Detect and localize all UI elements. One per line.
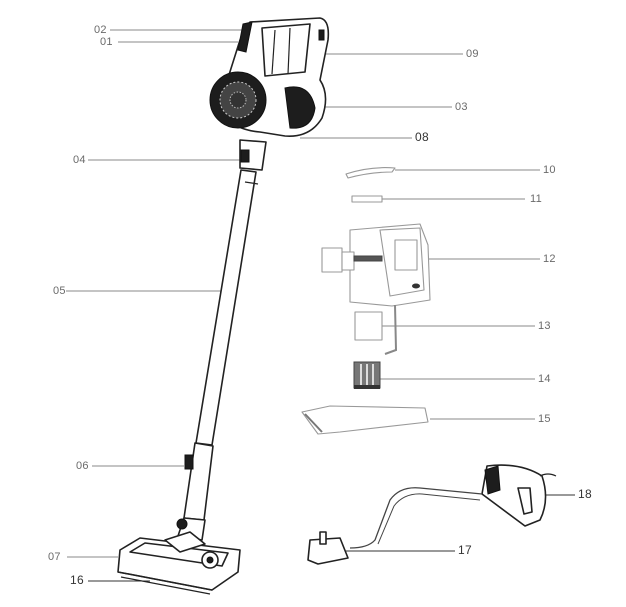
- tube-lower-section-icon: [176, 442, 214, 541]
- callout-18: 18: [578, 487, 592, 501]
- callout-01: 01: [100, 36, 113, 48]
- callout-14: 14: [538, 373, 551, 385]
- callout-04: 04: [73, 154, 86, 166]
- floor-brush-head-icon: [117, 531, 241, 595]
- callout-06: 06: [76, 460, 89, 472]
- callout-03: 03: [455, 101, 468, 113]
- callout-11: 11: [530, 193, 543, 205]
- leader-lines: [66, 29, 575, 582]
- callout-13: 13: [538, 320, 551, 332]
- callout-08: 08: [415, 130, 429, 144]
- handheld-unit-icon: [321, 223, 431, 307]
- callout-12: 12: [543, 253, 556, 265]
- callout-10: 10: [543, 164, 556, 176]
- callout-09: 09: [466, 48, 479, 60]
- filter-strip-icon: [351, 195, 383, 203]
- callout-15: 15: [538, 413, 551, 425]
- callout-16: 16: [70, 573, 84, 587]
- callout-07: 07: [48, 551, 61, 563]
- crevice-tool-icon: [301, 405, 429, 435]
- square-filter-icon: [354, 304, 398, 355]
- extension-tube-icon: [195, 169, 259, 446]
- vacuum-main-body-icon: [209, 17, 330, 171]
- power-adapter-icon: [307, 487, 483, 565]
- wall-mount-icon: [481, 464, 557, 527]
- callout-05: 05: [53, 285, 66, 297]
- cylinder-filter-icon: [353, 361, 381, 389]
- callout-17: 17: [458, 543, 472, 557]
- lid-icon: [345, 167, 396, 179]
- callout-02: 02: [94, 24, 107, 36]
